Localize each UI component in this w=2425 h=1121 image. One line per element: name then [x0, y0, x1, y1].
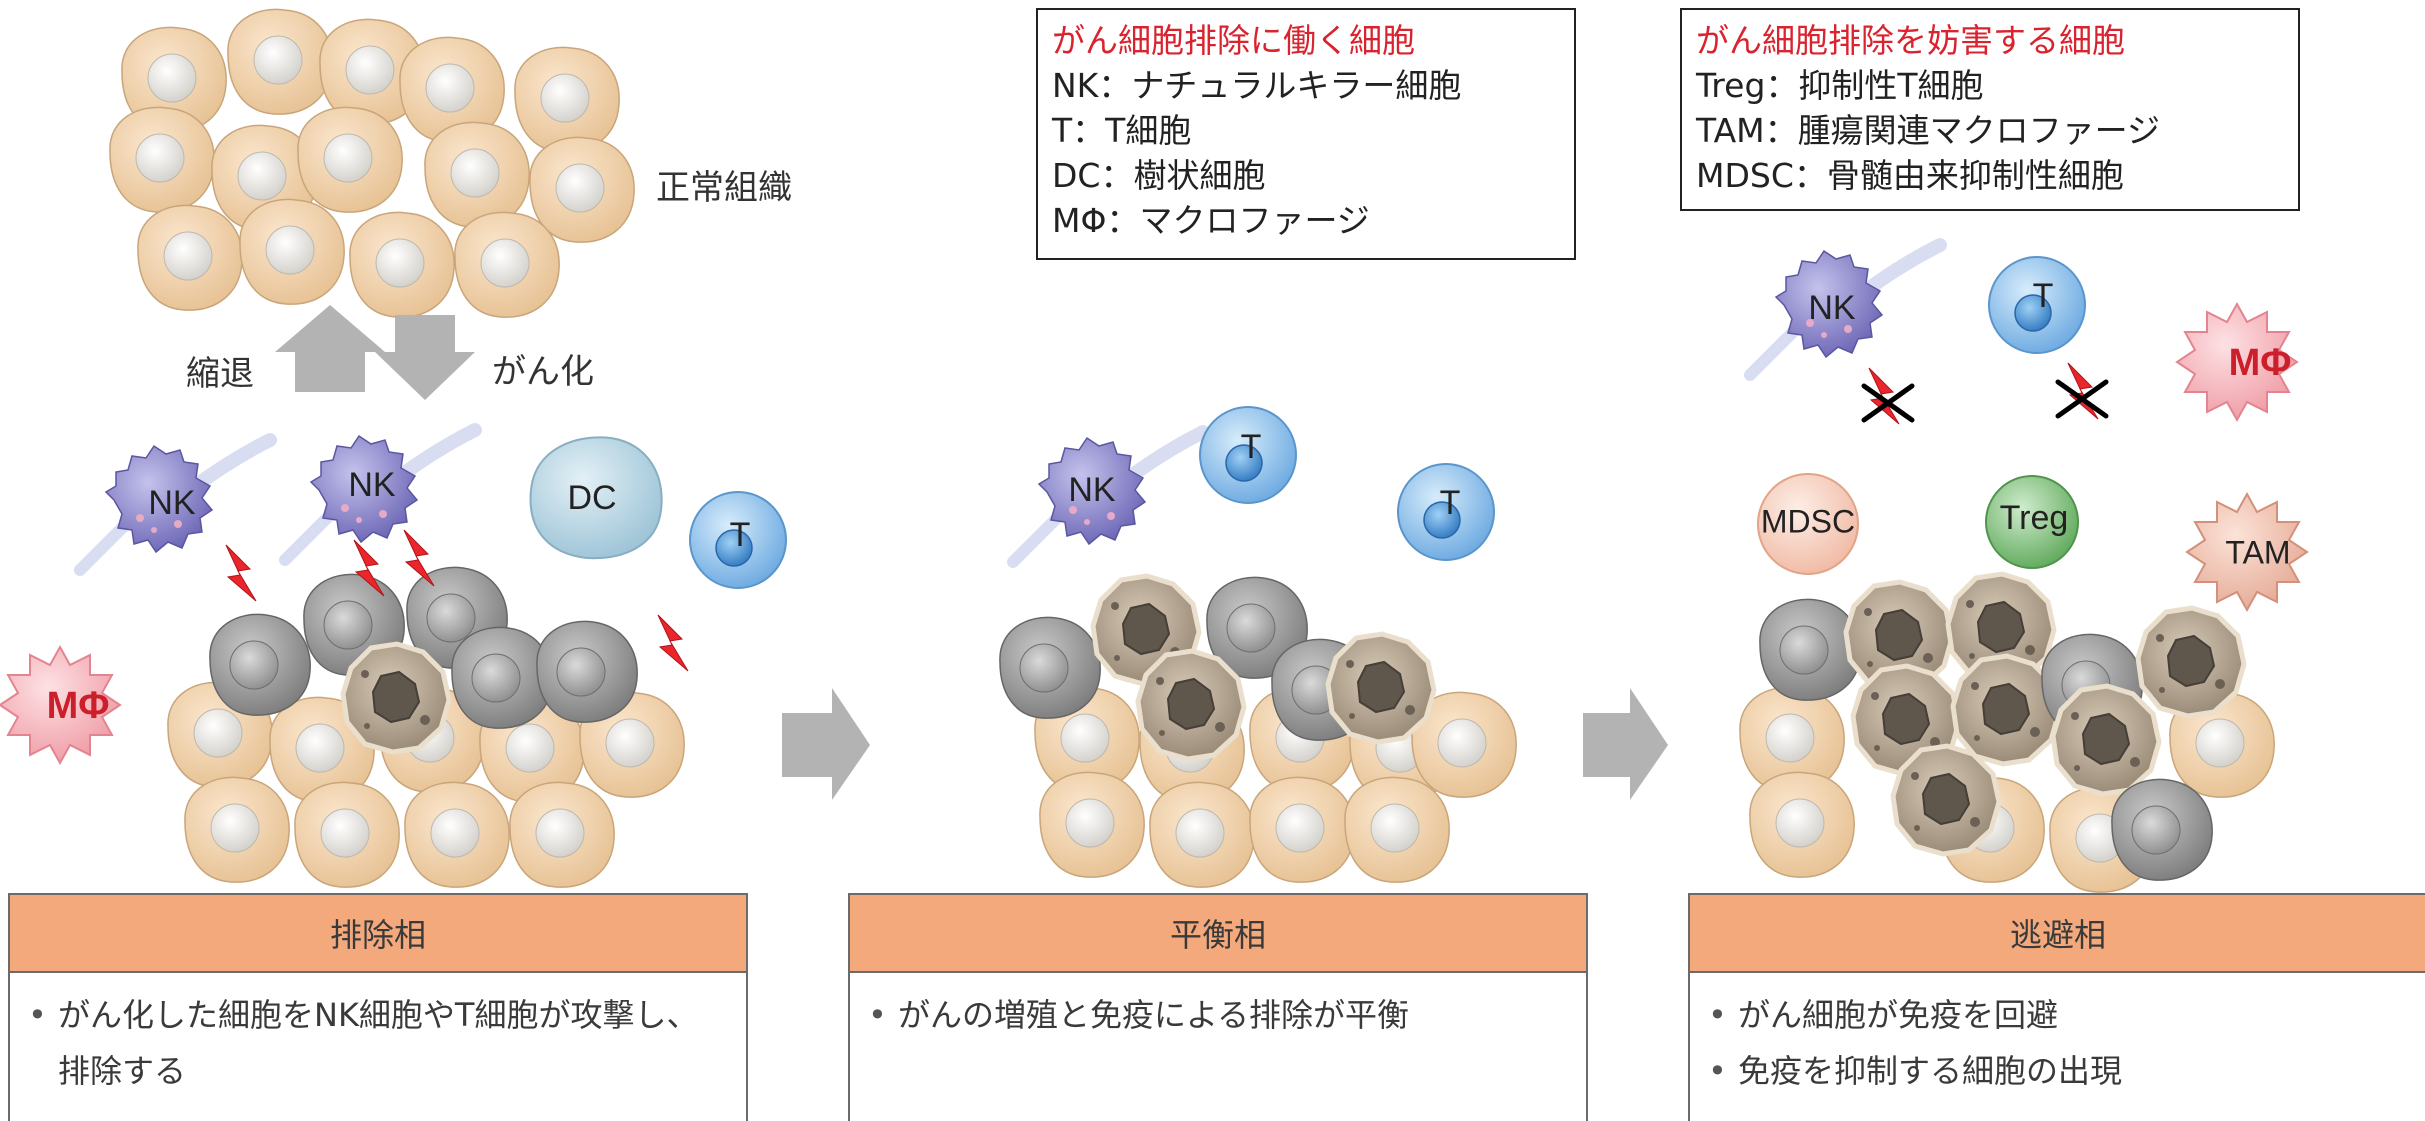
treg-label: Treg [2000, 499, 2069, 537]
equilibrium-tissue [999, 576, 1517, 888]
legend-item-nk: NK：ナチュラルキラー細胞 [1052, 66, 1462, 105]
phase-arrow-2 [1583, 688, 1668, 800]
elimination-tissue [167, 566, 685, 888]
nk-label-1: NK [148, 484, 196, 522]
t-label-4: T [2033, 277, 2054, 315]
legend-item-t: T：T細胞 [1052, 111, 1192, 150]
phase-panel-elimination: 排除相 がん化した細胞をNK細胞やT細胞が攻撃し、排除する [8, 893, 748, 1121]
legend-effector-title: がん細胞排除に働く細胞 [1052, 21, 1415, 60]
legend-effector-cells: がん細胞排除に働く細胞 NK：ナチュラルキラー細胞 T：T細胞 DC：樹状細胞 … [1036, 8, 1576, 260]
legend-item-dc: DC：樹状細胞 [1052, 156, 1266, 195]
t-label-1: T [730, 516, 751, 554]
phase-panel-equilibrium: 平衡相 がんの増殖と免疫による排除が平衡 [848, 893, 1588, 1121]
carcinogenesis-label: がん化 [492, 352, 594, 392]
escape-immune-cells [1750, 245, 2308, 611]
legend-item-treg: Treg：抑制性T細胞 [1696, 66, 1984, 105]
t-label-3: T [1440, 484, 1461, 522]
legend-suppressor-title: がん細胞排除を妨害する細胞 [1696, 21, 2125, 60]
legend-item-mphi: MΦ：マクロファージ [1052, 201, 1370, 240]
nk-label-4: NK [1808, 289, 1856, 327]
legend-item-mdsc: MDSC：骨髄由来抑制性細胞 [1696, 156, 2124, 195]
legend-item-tam: TAM：腫瘍関連マクロファージ [1696, 111, 2160, 150]
regression-arrow [275, 305, 385, 392]
elimination-immune-cells [0, 430, 787, 764]
phase-bullet: がん化した細胞をNK細胞やT細胞が攻撃し、排除する [28, 987, 728, 1099]
normal-tissue-label: 正常組織 [656, 168, 792, 208]
tam-label: TAM [2225, 534, 2290, 570]
phase-bullet: 免疫を抑制する細胞の出現 [1708, 1043, 2408, 1099]
t-label-2: T [1241, 428, 1262, 466]
carcinogenesis-arrow [375, 315, 475, 400]
phase-panel-escape: 逃避相 がん細胞が免疫を回避 免疫を抑制する細胞の出現 [1688, 893, 2425, 1121]
mphi-label-2: MΦ [2229, 342, 2292, 384]
regression-label: 縮退 [186, 354, 254, 394]
phase-bullet: がん細胞が免疫を回避 [1708, 987, 2408, 1043]
mphi-label-1: MΦ [47, 685, 110, 727]
phase-bullet: がんの増殖と免疫による排除が平衡 [868, 987, 1568, 1043]
mdsc-label: MDSC [1761, 503, 1855, 539]
phase-title-equilibrium: 平衡相 [850, 895, 1586, 973]
phase-arrow-1 [782, 688, 870, 800]
nk-label-3: NK [1068, 471, 1116, 509]
phase-title-elimination: 排除相 [10, 895, 746, 973]
normal-tissue-cluster [109, 8, 635, 318]
phase-title-escape: 逃避相 [1690, 895, 2425, 973]
nk-label-2: NK [348, 466, 396, 504]
dc-label: DC [567, 479, 616, 517]
escape-tissue [1739, 574, 2275, 893]
legend-suppressor-cells: がん細胞排除を妨害する細胞 Treg：抑制性T細胞 TAM：腫瘍関連マクロファー… [1680, 8, 2300, 211]
